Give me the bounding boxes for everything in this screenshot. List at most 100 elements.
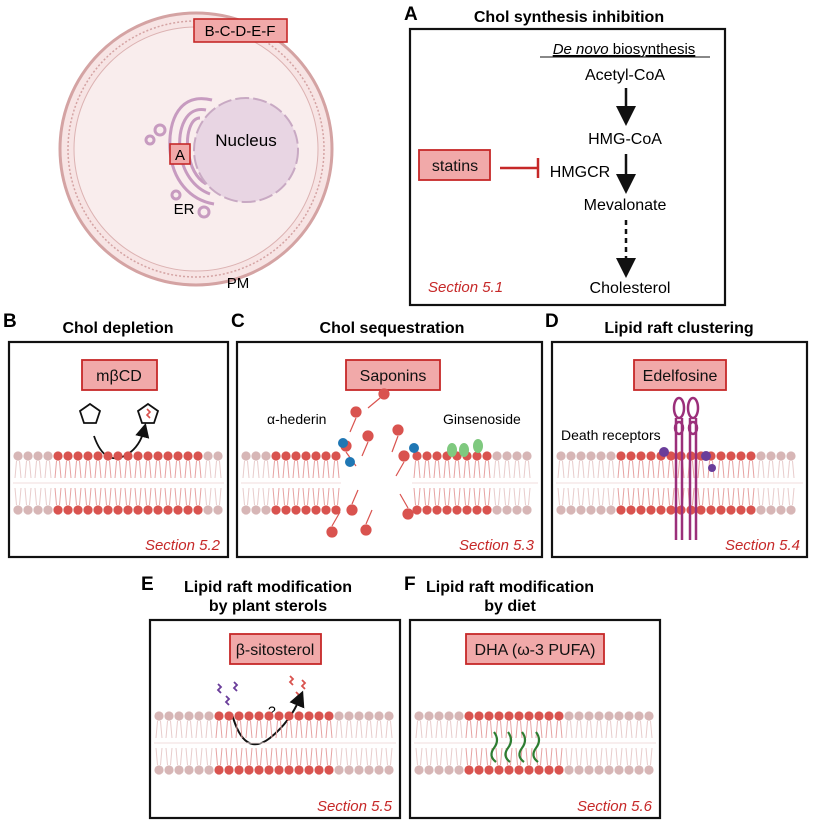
lipid-head bbox=[736, 451, 746, 461]
lipid-tail bbox=[493, 487, 496, 506]
lipid-tail bbox=[154, 487, 157, 506]
lipid-tail bbox=[772, 460, 775, 479]
lipid-tail bbox=[219, 487, 222, 506]
lipid-head bbox=[414, 765, 424, 775]
lipid-tail bbox=[49, 487, 52, 506]
lipid-head bbox=[594, 765, 604, 775]
membrane-bilayer-e bbox=[154, 711, 396, 775]
lipid-tail bbox=[84, 487, 87, 506]
lipid-tail bbox=[164, 460, 167, 479]
lipid-tail bbox=[214, 487, 217, 506]
lipid-tail bbox=[587, 460, 590, 479]
lipid-tail bbox=[365, 720, 368, 739]
lipid-tail bbox=[327, 460, 330, 479]
lipid-tail bbox=[413, 487, 416, 506]
lipid-head bbox=[756, 451, 766, 461]
lipid-tail bbox=[194, 460, 197, 479]
lipid-tail bbox=[465, 747, 468, 766]
lipid-head bbox=[261, 505, 271, 515]
panel-b-section: Section 5.2 bbox=[145, 537, 221, 554]
lipid-tail bbox=[605, 720, 608, 739]
lipid-tail bbox=[179, 460, 182, 479]
lipid-tail bbox=[280, 720, 283, 739]
lipid-tail bbox=[458, 460, 461, 479]
lipid-tail bbox=[290, 747, 293, 766]
lipid-tail bbox=[612, 460, 615, 479]
lipid-head bbox=[203, 451, 213, 461]
lipid-head bbox=[454, 711, 464, 721]
lipid-head bbox=[514, 765, 524, 775]
lipid-head bbox=[484, 765, 494, 775]
lipid-tail bbox=[732, 460, 735, 479]
lipid-tail bbox=[572, 460, 575, 479]
lipid-tail bbox=[204, 487, 207, 506]
lipid-tail bbox=[257, 487, 260, 506]
lipid-tail bbox=[275, 747, 278, 766]
panel-b-title: Chol depletion bbox=[62, 320, 173, 337]
lipid-head bbox=[123, 451, 133, 461]
lipid-tail bbox=[310, 720, 313, 739]
cell-tag-bcdef: B-C-D-E-F bbox=[205, 23, 276, 40]
lipid-head bbox=[522, 505, 532, 515]
lipid-tail bbox=[175, 720, 178, 739]
panel-e-letter: E bbox=[141, 574, 154, 595]
lipid-head bbox=[474, 765, 484, 775]
lipid-head bbox=[636, 451, 646, 461]
lipid-head bbox=[154, 711, 164, 721]
question-mark: ? bbox=[268, 703, 276, 719]
lipid-tail bbox=[473, 460, 476, 479]
lipid-tail bbox=[14, 460, 17, 479]
lipid-head bbox=[63, 451, 73, 461]
lipid-tail bbox=[420, 747, 423, 766]
lipid-tail bbox=[500, 747, 503, 766]
lipid-head bbox=[564, 711, 574, 721]
lipid-head bbox=[183, 451, 193, 461]
lipid-head bbox=[174, 711, 184, 721]
lipid-tail bbox=[139, 487, 142, 506]
lipid-tail bbox=[375, 747, 378, 766]
lipid-head bbox=[464, 711, 474, 721]
lipid-head bbox=[264, 765, 274, 775]
lipid-tail bbox=[737, 487, 740, 506]
lipid-head bbox=[123, 505, 133, 515]
lipid-head bbox=[301, 451, 311, 461]
lipid-head bbox=[596, 451, 606, 461]
lipid-tail bbox=[518, 460, 521, 479]
panel-d-title: Lipid raft clustering bbox=[604, 320, 753, 337]
lipid-tail bbox=[590, 720, 593, 739]
lipid-tail bbox=[322, 460, 325, 479]
lipid-tail bbox=[320, 747, 323, 766]
drug-dha: DHA (ω-3 PUFA) bbox=[475, 642, 596, 659]
lipid-tail bbox=[443, 487, 446, 506]
lipid-tail bbox=[622, 460, 625, 479]
lipid-tail bbox=[777, 487, 780, 506]
lipid-tail bbox=[622, 487, 625, 506]
lipid-tail bbox=[528, 487, 531, 506]
lipid-head bbox=[324, 711, 334, 721]
lipid-head bbox=[244, 711, 254, 721]
lipid-tail bbox=[360, 747, 363, 766]
lipid-tail bbox=[174, 460, 177, 479]
lipid-head bbox=[544, 765, 554, 775]
cyclodextrin-empty bbox=[78, 402, 102, 424]
lipid-tail bbox=[79, 487, 82, 506]
lipid-tail bbox=[149, 460, 152, 479]
drug-pill-beta-sitosterol bbox=[229, 633, 322, 665]
lipid-head bbox=[43, 505, 53, 515]
lipid-head bbox=[644, 711, 654, 721]
lipid-tail bbox=[272, 487, 275, 506]
lipid-tail bbox=[280, 747, 283, 766]
lipid-head bbox=[304, 765, 314, 775]
lipid-tail bbox=[297, 487, 300, 506]
lipid-tail bbox=[587, 487, 590, 506]
lipid-head bbox=[786, 505, 796, 515]
lipid-tail bbox=[390, 747, 393, 766]
lipid-head bbox=[494, 765, 504, 775]
lipid-tail bbox=[590, 747, 593, 766]
lipid-head bbox=[566, 451, 576, 461]
lipid-tail bbox=[440, 720, 443, 739]
lipid-tail bbox=[610, 747, 613, 766]
lipid-tail bbox=[265, 747, 268, 766]
lipid-head bbox=[83, 451, 93, 461]
lipid-head bbox=[173, 505, 183, 515]
